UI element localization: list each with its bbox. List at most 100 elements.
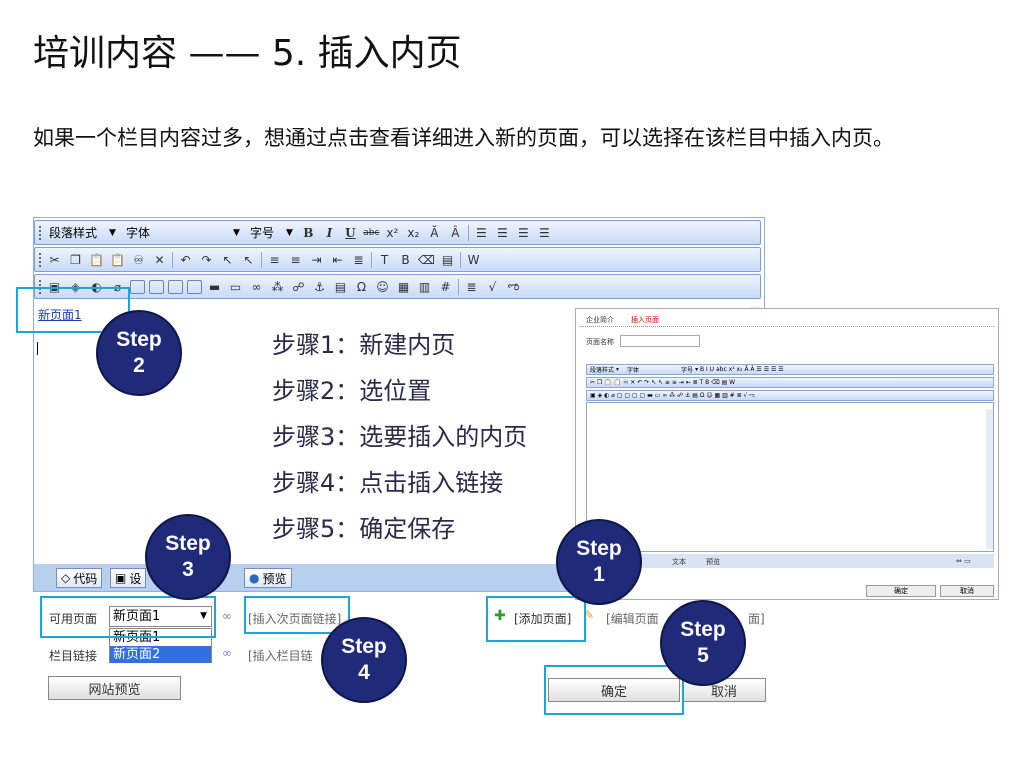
- style-icon[interactable]: ≣: [466, 279, 477, 294]
- special-icon[interactable]: ಌ: [507, 279, 520, 293]
- inset-toolbar-3: ▣ ◈ ◐ ⌀ ▢ ▢ ▢ ▢ ▬ ▭ ∞ ⁂ ☍ ⚓ ▤ Ω ☺ ▦ ▥ # …: [586, 390, 994, 401]
- inset-edit-area[interactable]: [586, 402, 994, 552]
- cut-icon[interactable]: ✂: [49, 252, 60, 267]
- paragraph-style-select[interactable]: 段落样式▼: [49, 226, 116, 240]
- italic-button[interactable]: I: [326, 225, 333, 240]
- delete-icon[interactable]: ✕: [154, 252, 165, 267]
- hr-icon[interactable]: ▬: [208, 279, 221, 294]
- format-icon[interactable]: ▤: [441, 252, 454, 267]
- copy-icon[interactable]: ❐: [70, 252, 81, 267]
- inset-scrollbar[interactable]: [986, 409, 993, 549]
- align-left-icon[interactable]: ☰: [475, 225, 487, 240]
- ordered-list-icon[interactable]: ≡: [269, 252, 280, 267]
- inset-resize-icon[interactable]: ⇔ ▭: [956, 557, 971, 565]
- paste-text-icon[interactable]: 📋: [110, 252, 125, 267]
- add-page-link[interactable]: [添加页面]: [514, 612, 572, 626]
- grid-icon[interactable]: #: [440, 279, 451, 294]
- insert-page-icon[interactable]: [149, 279, 164, 294]
- align-center-icon[interactable]: ☰: [496, 225, 508, 240]
- inset-preview-tab[interactable]: 预览: [706, 558, 720, 566]
- inset-toolbar-2: ✂ ❐ 📋 📋 ♾ ✕ ↶ ↷ ↖ ↖ ≡ ≡ ⇥ ⇤ ≣ T B ⌫ ▤ W: [586, 377, 994, 388]
- outdent-icon[interactable]: ⇤: [332, 252, 343, 267]
- tab-code[interactable]: ◇代码: [56, 568, 103, 588]
- chevron-down-icon: ▼: [233, 227, 240, 238]
- attachment-icon[interactable]: ⌀: [113, 279, 122, 294]
- delete-page-link-tail[interactable]: 面]: [748, 612, 765, 626]
- inset-cancel-button[interactable]: 取消: [940, 585, 994, 597]
- superscript-button[interactable]: x²: [386, 225, 399, 240]
- inset-screenshot: 企业简介 插入页面 页面名称 段落样式▾字体字号▾ B I U abc x² x…: [575, 308, 999, 600]
- slide-intro: 如果一个栏目内容过多，想通过点击查看详细进入新的页面，可以选择在该栏目中插入内页…: [33, 126, 894, 150]
- select-icon[interactable]: ↖: [222, 252, 233, 267]
- text-cursor: [37, 342, 38, 355]
- toolbar-grip: [39, 279, 42, 294]
- edit-page-link[interactable]: [编辑页面: [606, 612, 659, 626]
- inset-ok-button[interactable]: 确定: [866, 585, 936, 597]
- toolbar-row-3: ▣ ◈ ◐ ⌀ ▬ ▭ ∞ ⁂ ☍ ⚓ ▤ Ω ☺ ▦ ▥ # ≣ √ ಌ: [34, 274, 761, 299]
- insert-next-page-link[interactable]: [插入次页面链接]: [248, 612, 342, 626]
- emoticon-icon[interactable]: ☺: [376, 279, 389, 294]
- marquee-icon[interactable]: ▤: [334, 279, 347, 294]
- bold-button[interactable]: B: [303, 225, 314, 240]
- site-preview-button[interactable]: 网站预览: [48, 676, 181, 700]
- inset-text-tab[interactable]: 文本: [672, 558, 686, 566]
- step-text-5: 步骤5：确定保存: [272, 515, 456, 543]
- redo-icon[interactable]: ↷: [201, 252, 212, 267]
- pencil-icon: ✎: [584, 608, 595, 622]
- image-icon[interactable]: ▣: [48, 279, 61, 294]
- paragraph-icon[interactable]: ≣: [353, 252, 364, 267]
- text-color-icon[interactable]: T: [380, 252, 389, 267]
- link-icon[interactable]: ∞: [251, 279, 262, 294]
- form-icon[interactable]: [187, 279, 202, 294]
- underline-button[interactable]: U: [345, 225, 356, 240]
- toolbar-row-1: 段落样式▼ 字体▼ 字号▼ B I U abc x² x₂ Ă Â ☰ ☰ ☰ …: [34, 220, 761, 245]
- insert-column-link[interactable]: [插入栏目链: [248, 649, 313, 663]
- link-icon: ∞: [222, 609, 232, 623]
- media-icon[interactable]: ◐: [91, 279, 102, 294]
- new-page-link[interactable]: 新页面1: [38, 308, 82, 322]
- available-pages-select[interactable]: 新页面1▼: [109, 606, 212, 627]
- paste-icon[interactable]: 📋: [89, 252, 104, 267]
- find-icon[interactable]: ♾: [133, 252, 144, 267]
- anchor-icon[interactable]: ⚓: [314, 279, 325, 294]
- textbox-icon[interactable]: [168, 279, 183, 294]
- font-size-select[interactable]: 字号▼: [249, 226, 293, 240]
- shrink-font-icon[interactable]: Â: [451, 225, 460, 240]
- align-right-icon[interactable]: ☰: [517, 225, 529, 240]
- code-icon: ◇: [61, 571, 71, 585]
- column-link-label: 栏目链接: [49, 649, 98, 663]
- omega-icon[interactable]: Ω: [356, 279, 367, 294]
- undo-icon[interactable]: ↶: [180, 252, 191, 267]
- strikethrough-button[interactable]: abc: [363, 227, 380, 238]
- word-paste-icon[interactable]: W: [467, 252, 480, 267]
- button-icon[interactable]: ▭: [229, 279, 242, 294]
- highlight-box-step4: [244, 596, 350, 634]
- tab-preview[interactable]: ●预览: [244, 568, 292, 588]
- unordered-list-icon[interactable]: ≡: [290, 252, 301, 267]
- anchor-link-icon[interactable]: ☍: [292, 279, 305, 294]
- chevron-down-icon: ▼: [285, 227, 293, 238]
- step-text-4: 步骤4：点击插入链接: [272, 469, 504, 497]
- table-icon[interactable]: [130, 279, 145, 294]
- steps-list: 步骤1：新建内页 步骤2：选位置 步骤3：选要插入的内页 步骤4：点击插入链接 …: [272, 322, 527, 552]
- option-new-page-2[interactable]: 新页面2: [110, 646, 211, 663]
- grow-font-icon[interactable]: Ă: [430, 225, 439, 240]
- font-select[interactable]: 字体▼: [125, 226, 240, 240]
- flash-icon[interactable]: ◈: [70, 279, 81, 294]
- pointer-icon[interactable]: ↖: [243, 252, 254, 267]
- highlight-color-icon[interactable]: B: [401, 252, 410, 267]
- eraser-icon[interactable]: ⌫: [418, 252, 435, 267]
- inset-page-name-input[interactable]: [620, 335, 700, 347]
- date-icon[interactable]: ▦: [397, 279, 410, 294]
- tab-design[interactable]: ▣设: [110, 568, 147, 588]
- formula-icon[interactable]: √: [488, 279, 497, 294]
- unlink-icon[interactable]: ⁂: [271, 279, 284, 294]
- indent-icon[interactable]: ⇥: [311, 252, 322, 267]
- subscript-button[interactable]: x₂: [407, 225, 420, 240]
- confirm-button[interactable]: 确定: [548, 678, 680, 702]
- time-icon[interactable]: ▥: [418, 279, 431, 294]
- justify-icon[interactable]: ☰: [538, 225, 550, 240]
- toolbar-grip: [39, 225, 42, 240]
